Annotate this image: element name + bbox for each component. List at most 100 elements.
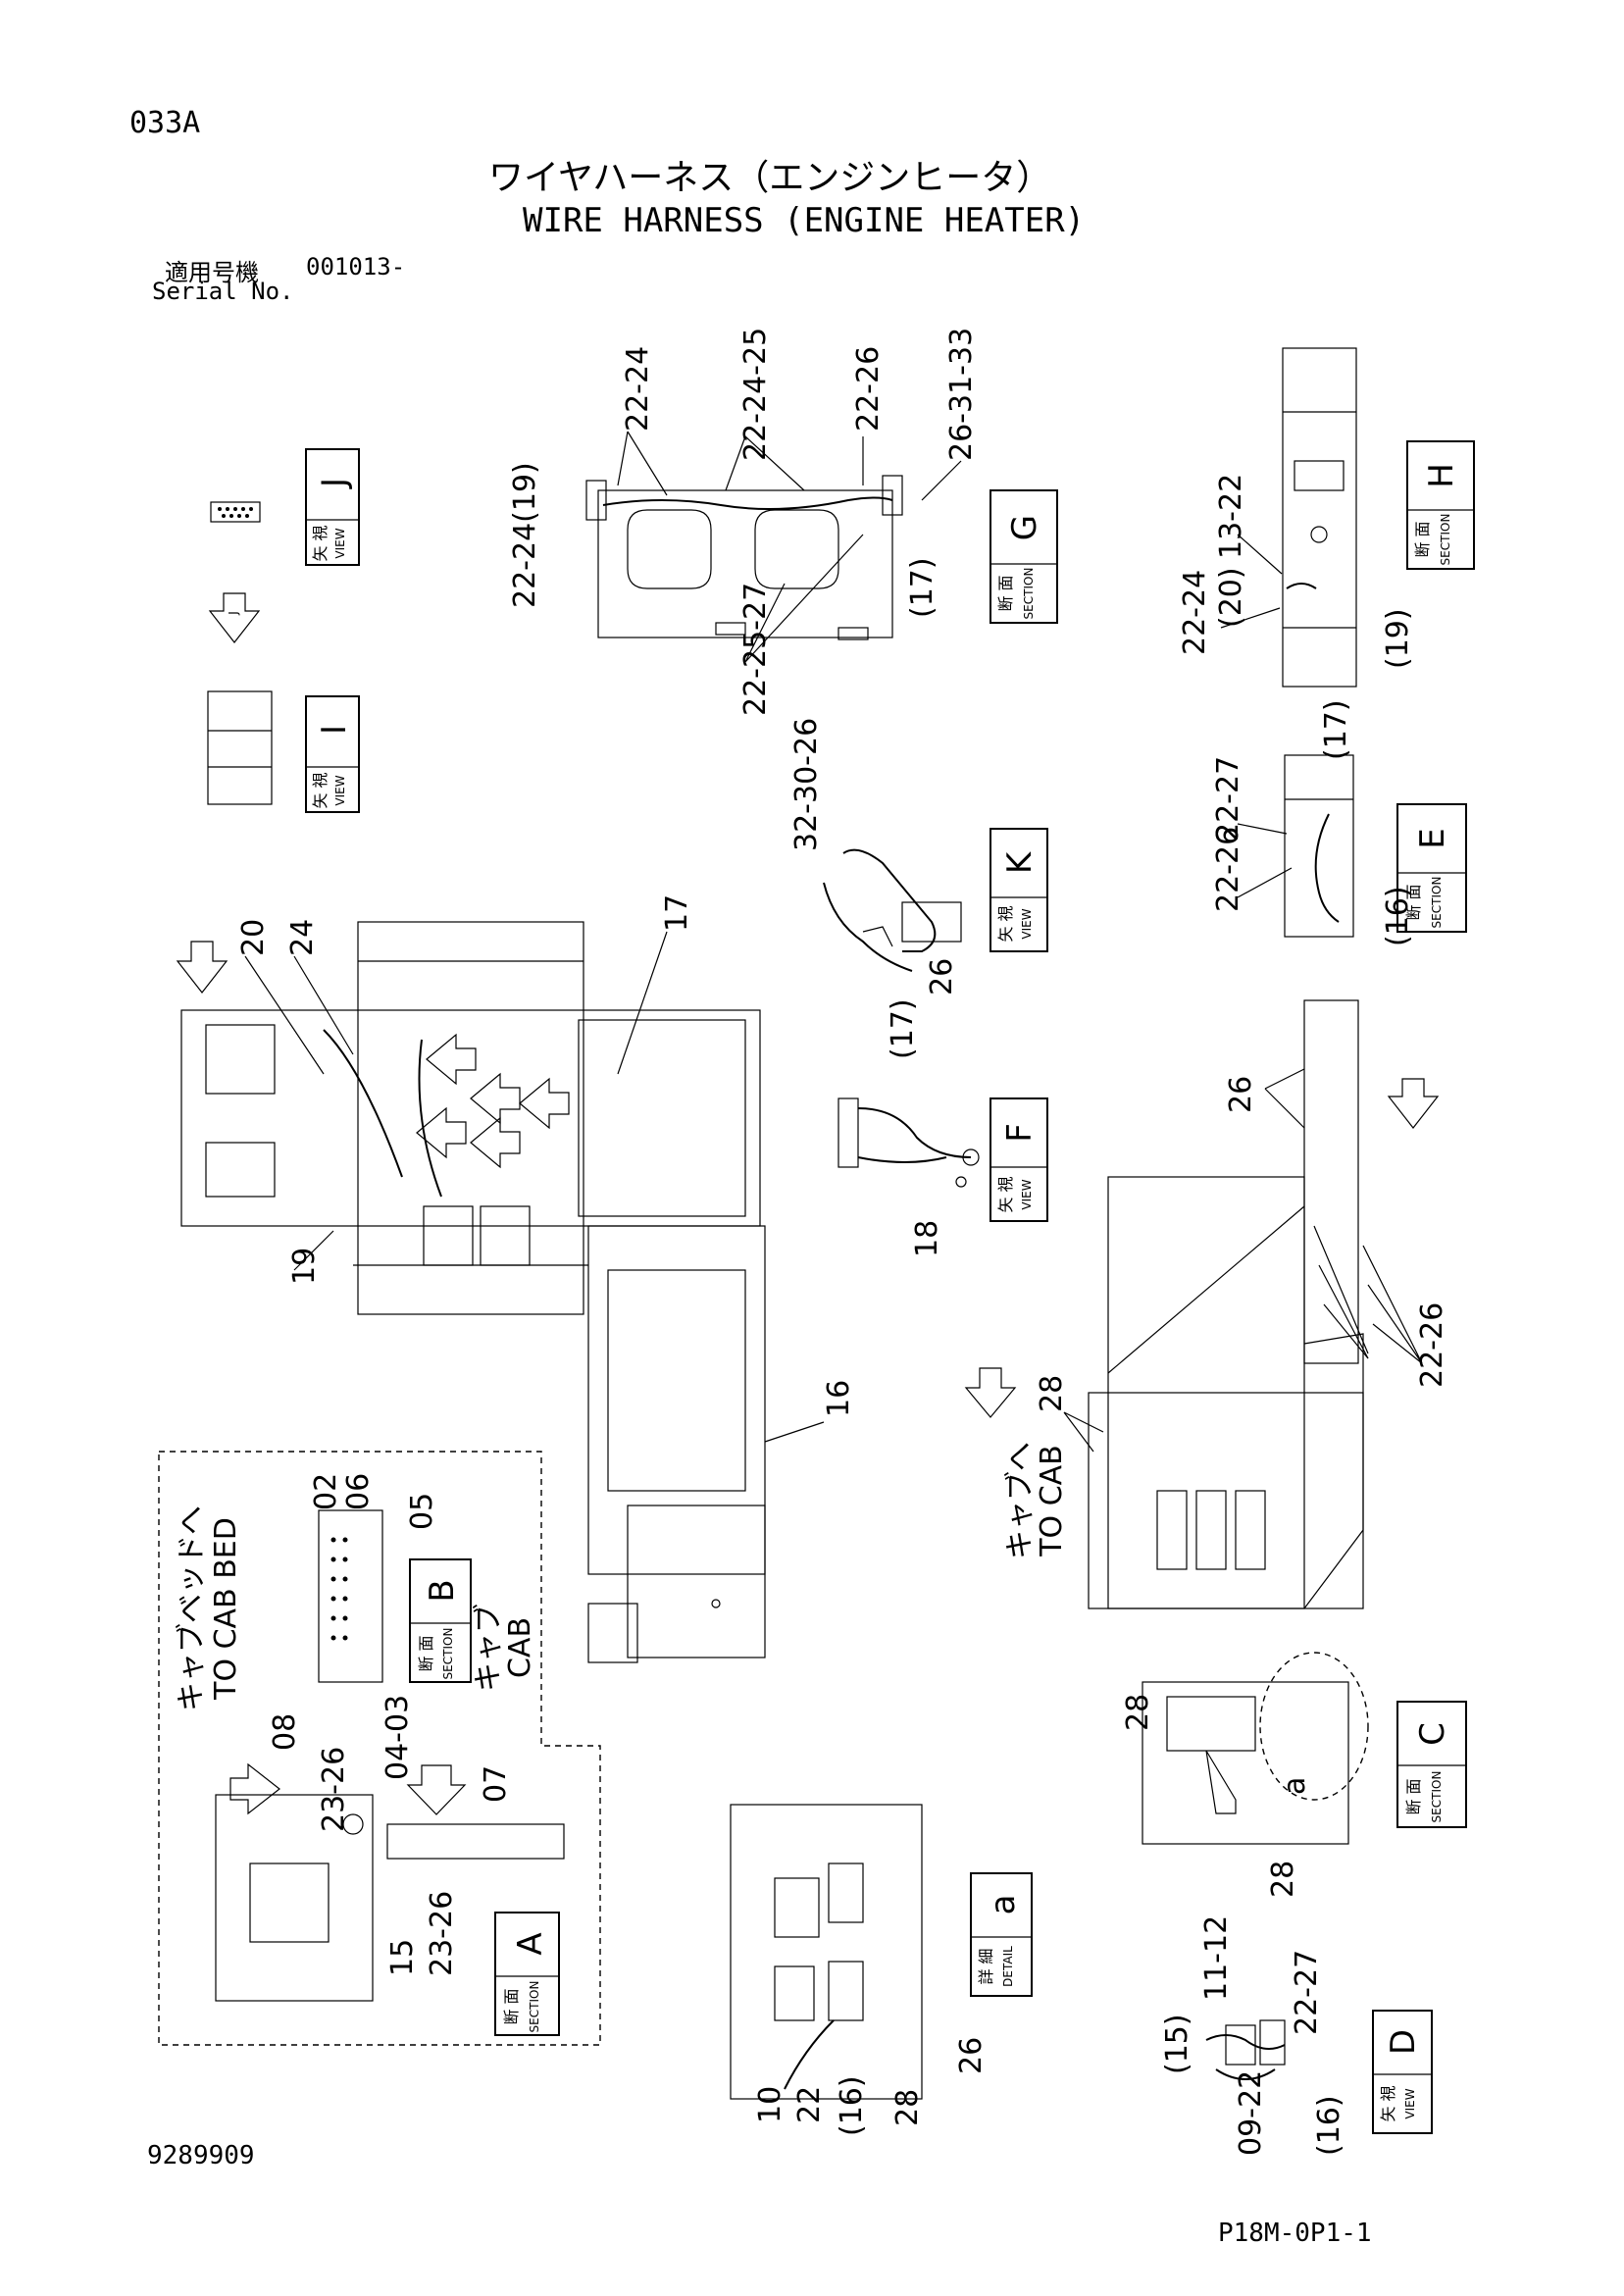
view-f-connector [837,1097,980,1188]
callout: (16) [1312,2095,1346,2156]
svg-text:G: G [1005,515,1044,540]
to-cab-en: TO CAB [1035,1445,1069,1557]
main-plan-view [180,921,766,1663]
section-c-drawing [1142,1652,1369,1845]
callout: 02 [309,1473,343,1510]
callout: 16 [822,1380,856,1417]
callout: 22-26 [1415,1302,1449,1388]
svg-text:B: B [423,1579,462,1602]
callout: 26 [1224,1076,1258,1113]
inset-panel [158,1451,601,2046]
tag-section-e: 断 面 SECTION E [1396,803,1467,933]
svg-text:SECTION: SECTION [441,1628,455,1680]
callout: 05 [405,1493,439,1530]
svg-text:矢 視: 矢 視 [1379,2085,1397,2121]
callout: 22-26 [851,346,886,432]
drawing-code: 033A [129,106,201,140]
svg-text:D: D [1384,2029,1423,2055]
callout: 22 [792,2086,827,2123]
svg-text:F: F [1000,1123,1040,1143]
to-cab-bed-en: TO CAB BED [209,1517,243,1701]
callout: 28 [1035,1375,1069,1412]
callout: 20 [236,919,271,956]
callout: 22-26 [1211,827,1245,912]
to-cab-jp: キャブへ [1003,1442,1038,1559]
tag-section-b: 断 面 SECTION B [409,1558,472,1683]
callout: 13-22 [1214,474,1248,559]
svg-text:矢 視: 矢 視 [996,905,1015,942]
svg-text:矢 視: 矢 視 [996,1176,1015,1212]
callout: (16) [1381,886,1415,946]
callout: 26 [954,2037,989,2074]
callout: 15 [385,1939,420,1976]
callout: 06 [341,1473,376,1510]
callout: (15) [1160,2014,1194,2074]
callout: 22-24(19) [508,462,542,608]
svg-text:VIEW: VIEW [1020,908,1034,939]
title-english: WIRE HARNESS (ENGINE HEATER) [523,201,1086,240]
svg-text:J: J [227,611,240,616]
view-arrows-main [176,941,570,1169]
callout: 17 [660,894,694,932]
tag-view-k: 矢 視 VIEW K [990,828,1048,952]
to-cab-bed-jp: キャブベッドへ [175,1505,209,1711]
callout: 22-27 [1290,1950,1324,2035]
callout: 23-26 [425,1891,459,1976]
callout: 22-24 [1178,570,1212,655]
callout: 22-27 [1211,756,1245,842]
svg-text:SECTION: SECTION [1430,877,1444,929]
title-japanese: ワイヤハーネス（エンジンヒータ） [488,158,1052,198]
tag-section-g: 断 面 SECTION G [990,489,1058,624]
callout-labels: 22-24 22-24-25 22-26 26-31-33 22-24(19) … [236,328,1449,2156]
tag-section-c: 断 面 SECTION C [1396,1701,1467,1828]
section-h-drawing [1282,347,1357,688]
callout: a [1278,1777,1312,1795]
view-arrow-j: J [208,592,261,643]
tag-view-d: 矢 視 VIEW D [1372,2010,1433,2134]
callout: 08 [268,1713,302,1751]
callout: 22-25-27 [738,583,773,716]
svg-text:断 面: 断 面 [1404,884,1423,920]
view-j-connector [210,501,261,523]
tag-detail-a: 詳 細 DETAIL a [970,1872,1033,1997]
serial-number-value: 001013- [306,253,406,281]
callout: 28 [1121,1694,1155,1731]
callout: 24 [285,919,320,956]
cab-en: CAB [503,1617,537,1678]
svg-text:断 面: 断 面 [996,575,1015,611]
serial-label-english: Serial No. [152,278,294,305]
callout: 23-26 [317,1747,351,1832]
tag-section-a: 断 面 SECTION A [494,1912,560,2036]
view-arrow-c [964,1367,1017,1418]
callout: 09-22 [1234,2070,1268,2156]
svg-text:SECTION: SECTION [1022,568,1036,620]
svg-text:I: I [315,725,354,735]
svg-text:DETAIL: DETAIL [1001,1946,1015,1987]
side-view-drawing [1088,999,1440,1609]
callout: 28 [1266,1861,1300,1898]
leader-lines [244,431,1423,1453]
view-d-drawing [1205,2019,1286,2080]
tag-section-h: 断 面 SECTION H [1406,440,1475,570]
callout: (20) [1214,567,1248,628]
callout: (17) [1319,699,1353,760]
section-e-drawing [1284,754,1354,938]
svg-text:断 面: 断 面 [502,1988,521,2024]
svg-text:SECTION: SECTION [1439,514,1452,566]
svg-text:SECTION: SECTION [528,1981,541,2033]
callout: 18 [910,1220,944,1257]
svg-text:詳 細: 詳 細 [977,1948,995,1984]
tag-view-f: 矢 視 VIEW F [990,1097,1048,1222]
view-k-drawing [823,848,962,972]
svg-text:断 面: 断 面 [1404,1778,1423,1814]
svg-text:VIEW: VIEW [1403,2088,1417,2118]
detail-a-drawing [730,1804,923,2100]
callout: 22-24 [621,346,655,432]
callout: (16) [835,2075,869,2136]
callout: 26-31-33 [944,328,979,461]
callout: 26 [925,958,959,995]
callout: 28 [890,2089,925,2126]
tag-jp-label: 矢 視 [311,525,330,561]
svg-text:SECTION: SECTION [1430,1771,1444,1823]
